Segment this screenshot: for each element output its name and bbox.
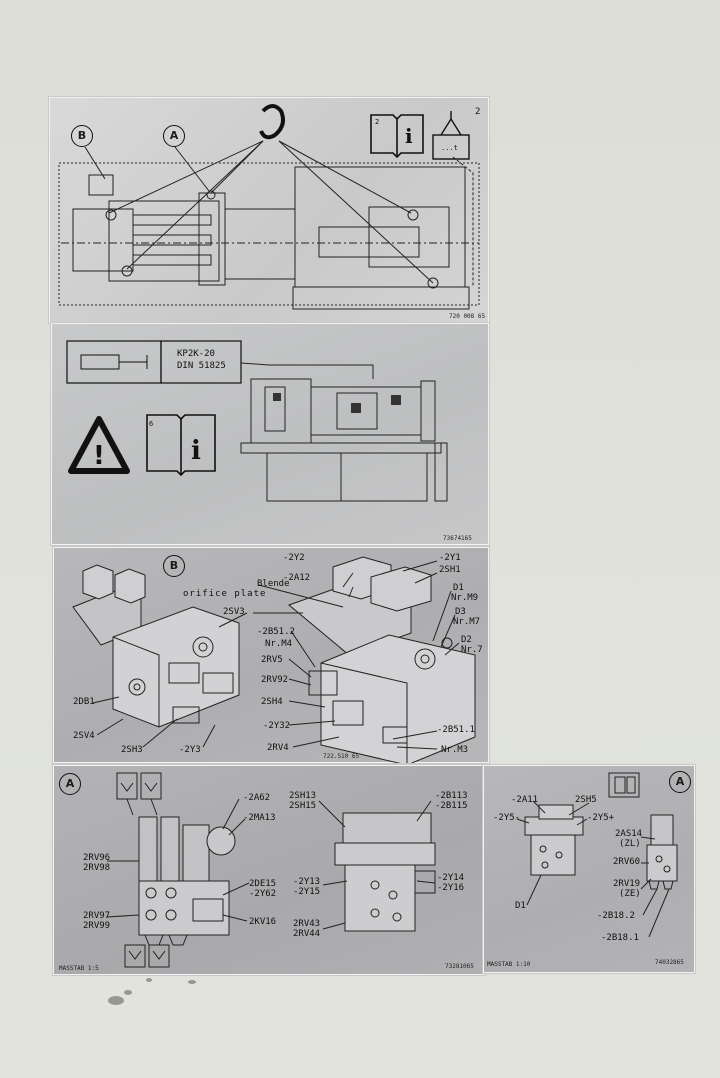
label-2rv5: 2RV5 <box>261 655 283 665</box>
grease-standard-line2: DIN 51825 <box>177 361 226 371</box>
lifting-instruction-plate: i B A 2 ...t 2 720 008 65 <box>48 96 490 324</box>
label-d2: D2 <box>461 635 472 645</box>
label-2ma13: -2MA13 <box>243 813 276 823</box>
callout-a: A <box>59 773 81 795</box>
callout-b: B <box>71 125 93 147</box>
label-2rv99: 2RV99 <box>83 921 111 931</box>
label-2y5-plus: -2Y5+ <box>587 813 615 823</box>
machine-lifting-drawing: i <box>58 104 480 310</box>
callout-b: B <box>163 555 185 577</box>
load-label: ...t <box>441 144 458 152</box>
label-2rv98: 2RV98 <box>83 863 111 873</box>
warning-drawing: ! i <box>66 340 448 502</box>
label-2b18-1: -2B18.1 <box>601 933 639 943</box>
label-2rv96: 2RV96 <box>83 853 111 863</box>
scale-label: MASSTAB 1:10 <box>487 961 531 968</box>
valve-block-b-plate: B -2Y2 -2A12 -2Y1 2SH1 Blende orifice pl… <box>52 546 490 764</box>
manual-page-number: 2 <box>375 118 380 126</box>
wall-smudge <box>188 980 196 984</box>
label-2a12: -2A12 <box>283 573 311 583</box>
part-code: 73281065 <box>445 963 474 970</box>
part-code: 73674165 <box>443 535 472 542</box>
label-2b51-1: -2B51.1 <box>437 725 475 735</box>
label-nr-m9: Nr.M9 <box>451 593 479 603</box>
label-nr-m7: Nr.M7 <box>453 617 481 627</box>
label-2de15: 2DE15 <box>249 879 277 889</box>
label-2rv97: 2RV97 <box>83 911 111 921</box>
label-2y5-minus: -2Y5- <box>493 813 521 823</box>
label-2rv4: 2RV4 <box>267 743 289 753</box>
label-2y3: -2Y3 <box>179 745 201 755</box>
valve-block-b-drawing <box>72 556 476 763</box>
label-2y13: -2Y13 <box>293 877 321 887</box>
label-2as14: 2AS14 <box>615 829 643 839</box>
label-zl: (ZL) <box>619 839 641 849</box>
label-blende: Blende <box>257 579 290 589</box>
valve-block-a-small-plate: A -2A11 2SH5 -2Y5- -2Y5+ 2AS14 (ZL) 2RV6… <box>482 764 696 974</box>
valve-block-a-plate: A -2A62 -2MA13 2SH13 2SH15 -2B113 -2B115… <box>52 764 486 976</box>
callout-a: A <box>669 771 691 793</box>
svg-text:!: ! <box>93 441 105 471</box>
label-2y2: -2Y2 <box>283 553 305 563</box>
scale-label: MASSTAB 1:5 <box>59 965 99 972</box>
label-2sv4: 2SV4 <box>73 731 95 741</box>
label-2b115: -2B115 <box>435 801 468 811</box>
part-code: 74032865 <box>655 959 684 966</box>
label-2rv19: 2RV19 <box>613 879 641 889</box>
label-2y15: -2Y15 <box>293 887 321 897</box>
label-2rv44: 2RV44 <box>293 929 321 939</box>
valve-block-a-drawing <box>106 772 436 968</box>
label-2a62: -2A62 <box>243 793 271 803</box>
label-2y32: -2Y32 <box>263 721 291 731</box>
label-d3: D3 <box>455 607 466 617</box>
manual-page-number: 6 <box>149 420 154 428</box>
label-2sh3: 2SH3 <box>121 745 143 755</box>
label-2rv60: 2RV60 <box>613 857 641 867</box>
part-code: 720 008 65 <box>449 313 486 320</box>
callout-a: A <box>163 125 185 147</box>
wall-smudge <box>108 996 124 1005</box>
wall-smudge <box>146 978 152 982</box>
part-code: 722.510 65 <box>323 753 360 760</box>
label-orifice-plate: orifice plate <box>183 589 267 599</box>
wall-smudge <box>124 990 132 995</box>
label-2sh15: 2SH15 <box>289 801 317 811</box>
corner-number: 2 <box>475 107 481 117</box>
label-2db1: 2DB1 <box>73 697 95 707</box>
label-2kv16: 2KV16 <box>249 917 277 927</box>
label-nr-m3: Nr.M3 <box>441 745 469 755</box>
label-2y16: -2Y16 <box>437 883 465 893</box>
label-2b113: -2B113 <box>435 791 468 801</box>
label-2a11: -2A11 <box>511 795 539 805</box>
label-d1: D1 <box>453 583 464 593</box>
label-2sv3: 2SV3 <box>223 607 245 617</box>
label-2sh4: 2SH4 <box>261 697 283 707</box>
label-2sh13: 2SH13 <box>289 791 317 801</box>
grease-standard-line1: KP2K-20 <box>177 349 215 359</box>
label-ze: (ZE) <box>619 889 641 899</box>
label-2sh1: 2SH1 <box>439 565 461 575</box>
label-nr7: Nr.7 <box>461 645 483 655</box>
label-2y1: -2Y1 <box>439 553 461 563</box>
valve-block-a-small-drawing <box>516 772 678 938</box>
label-2sh5: 2SH5 <box>575 795 597 805</box>
lubrication-warning-plate: ! i KP2K-20 DIN 51825 6 73674165 <box>50 322 490 546</box>
label-2y14: -2Y14 <box>437 873 465 883</box>
label-2rv43: 2RV43 <box>293 919 321 929</box>
label-nr-m4: Nr.M4 <box>265 639 293 649</box>
label-2y62: -2Y62 <box>249 889 277 899</box>
label-2b51-2: -2B51.2 <box>257 627 295 637</box>
label-d1: D1 <box>515 901 526 911</box>
label-2b18-2: -2B18.2 <box>597 911 635 921</box>
svg-text:i: i <box>405 124 413 148</box>
svg-text:i: i <box>191 436 201 466</box>
label-2rv92: 2RV92 <box>261 675 289 685</box>
